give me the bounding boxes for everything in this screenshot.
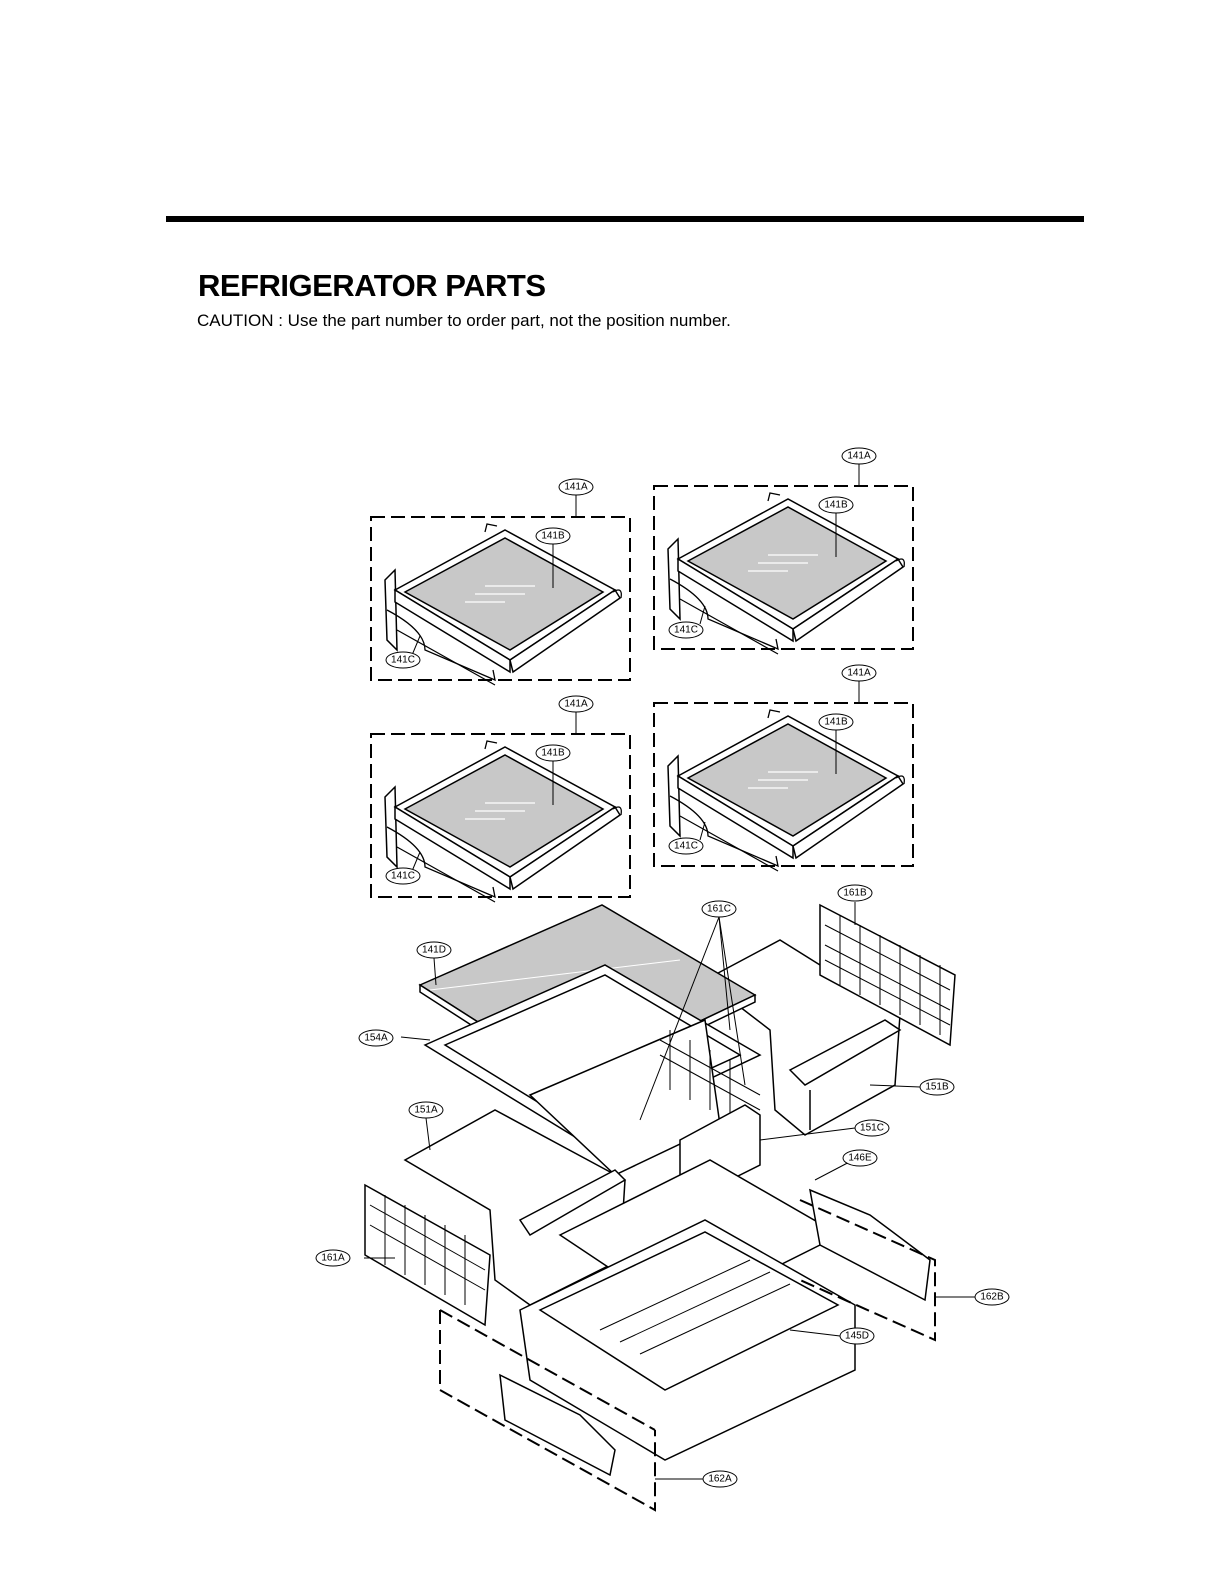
svg-text:141C: 141C: [391, 655, 415, 666]
svg-text:141A: 141A: [847, 451, 871, 462]
svg-text:162A: 162A: [708, 1474, 732, 1485]
label-141C-4: 141C: [668, 837, 704, 855]
svg-text:141B: 141B: [541, 748, 565, 759]
svg-text:161B: 161B: [843, 888, 867, 899]
label-154A: 154A: [358, 1029, 394, 1047]
svg-text:162B: 162B: [980, 1292, 1004, 1303]
label-162A: 162A: [702, 1470, 738, 1488]
label-161C: 161C: [701, 900, 737, 918]
svg-text:154A: 154A: [364, 1033, 388, 1044]
label-146E: 146E: [842, 1149, 878, 1167]
label-141C-1: 141C: [385, 651, 421, 669]
label-145D: 145D: [839, 1327, 875, 1345]
svg-text:141B: 141B: [824, 717, 848, 728]
svg-text:145D: 145D: [845, 1331, 869, 1342]
part-labels: 141A 141B 141C 141A 141B 141C 141A 141B …: [315, 447, 1010, 1488]
header-rule: [166, 216, 1084, 222]
svg-text:161A: 161A: [321, 1253, 345, 1264]
svg-text:141C: 141C: [674, 841, 698, 852]
svg-text:141A: 141A: [847, 668, 871, 679]
label-141D: 141D: [416, 941, 452, 959]
label-141A-2: 141A: [841, 447, 877, 465]
label-141A-3: 141A: [558, 695, 594, 713]
label-141A-1: 141A: [558, 478, 594, 496]
leader-lines: [364, 902, 975, 1480]
svg-text:161C: 161C: [707, 904, 731, 915]
label-151B: 151B: [919, 1078, 955, 1096]
label-141B-3: 141B: [535, 744, 571, 762]
svg-text:141A: 141A: [564, 482, 588, 493]
caution-note: CAUTION : Use the part number to order p…: [197, 311, 731, 330]
svg-text:151B: 151B: [925, 1082, 949, 1093]
svg-text:151A: 151A: [414, 1105, 438, 1116]
label-141C-2: 141C: [668, 621, 704, 639]
svg-text:151C: 151C: [860, 1123, 884, 1134]
svg-text:141B: 141B: [824, 500, 848, 511]
svg-text:146E: 146E: [848, 1153, 872, 1164]
shelf-assembly-4: [653, 681, 914, 872]
shelf-assembly-3: [370, 712, 631, 903]
label-141A-4: 141A: [841, 664, 877, 682]
svg-text:141C: 141C: [674, 625, 698, 636]
svg-text:141B: 141B: [541, 531, 565, 542]
page-title: REFRIGERATOR PARTS: [198, 268, 546, 303]
label-141C-3: 141C: [385, 867, 421, 885]
svg-text:141A: 141A: [564, 699, 588, 710]
shelf-assembly-2: [653, 464, 914, 655]
label-151A: 151A: [408, 1101, 444, 1119]
label-151C: 151C: [854, 1119, 890, 1137]
label-141B-1: 141B: [535, 527, 571, 545]
label-161B: 161B: [837, 884, 873, 902]
label-161A: 161A: [315, 1249, 351, 1267]
label-162B: 162B: [974, 1288, 1010, 1306]
crisper-assembly: [364, 903, 956, 1477]
label-141B-2: 141B: [818, 496, 854, 514]
dashed-boundaries: [439, 1199, 936, 1512]
label-141B-4: 141B: [818, 713, 854, 731]
svg-text:141D: 141D: [422, 945, 446, 956]
svg-text:141C: 141C: [391, 871, 415, 882]
